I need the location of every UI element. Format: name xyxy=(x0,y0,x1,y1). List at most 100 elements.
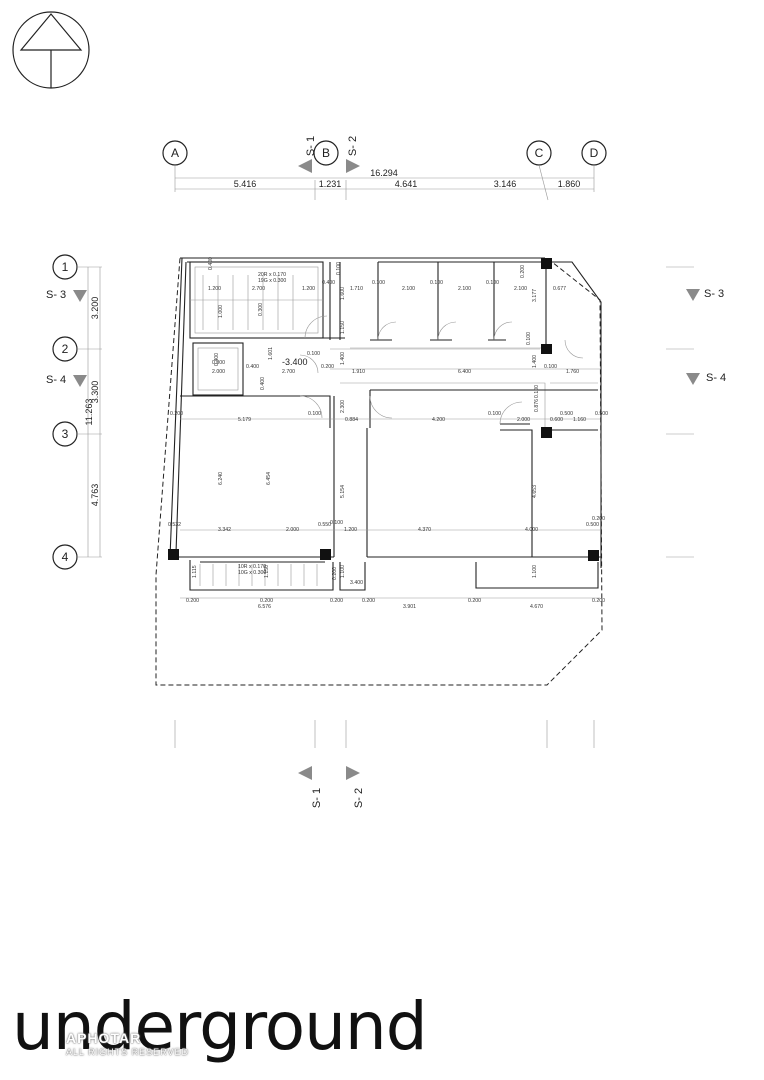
svg-text:0.100: 0.100 xyxy=(308,411,321,417)
svg-text:0.100: 0.100 xyxy=(486,280,499,286)
svg-text:1.231: 1.231 xyxy=(319,179,342,189)
left-dimension-chain: 11.263 3.200 3.300 4.763 xyxy=(84,267,101,557)
svg-text:0.200: 0.200 xyxy=(170,411,183,417)
svg-text:1.100: 1.100 xyxy=(532,565,538,578)
svg-text:4.670: 4.670 xyxy=(530,604,543,610)
svg-text:4.641: 4.641 xyxy=(395,179,418,189)
svg-text:S- 2: S- 2 xyxy=(353,788,365,808)
svg-text:0.200: 0.200 xyxy=(362,598,375,604)
svg-text:1.200: 1.200 xyxy=(344,527,357,533)
svg-text:0.200: 0.200 xyxy=(592,598,605,604)
svg-text:0.200: 0.200 xyxy=(468,598,481,604)
grid-row-1: 1 xyxy=(62,260,69,274)
svg-text:1.200: 1.200 xyxy=(208,286,221,292)
svg-text:3.342: 3.342 xyxy=(218,527,231,533)
svg-text:1.150: 1.150 xyxy=(340,321,346,334)
svg-text:0.400: 0.400 xyxy=(246,364,259,370)
svg-text:2.700: 2.700 xyxy=(252,286,265,292)
svg-text:1.100: 1.100 xyxy=(340,565,346,578)
top-dimension-chain: 16.294 5.416 1.231 4.641 3.146 1.860 xyxy=(174,164,595,201)
svg-text:3.146: 3.146 xyxy=(494,179,517,189)
stair-note-top-1: 20R x 0.170 xyxy=(258,272,286,278)
walls xyxy=(169,257,602,599)
svg-text:1.600: 1.600 xyxy=(340,287,346,300)
svg-text:0.500: 0.500 xyxy=(586,522,599,528)
svg-text:3.901: 3.901 xyxy=(403,604,416,610)
svg-text:1.000: 1.000 xyxy=(218,305,224,318)
stair-note-bottom-1: 10R x 0.170 xyxy=(238,564,266,570)
svg-text:1.400: 1.400 xyxy=(340,352,346,365)
svg-text:0.100: 0.100 xyxy=(307,351,320,357)
svg-text:2.100: 2.100 xyxy=(402,286,415,292)
svg-text:0.600: 0.600 xyxy=(550,417,563,423)
svg-text:0.677: 0.677 xyxy=(553,286,566,292)
left-total-dim: 11.263 xyxy=(84,399,94,426)
svg-text:6.576: 6.576 xyxy=(258,604,271,610)
svg-text:2.100: 2.100 xyxy=(514,286,527,292)
svg-text:S- 1: S- 1 xyxy=(305,136,317,156)
svg-text:0.100: 0.100 xyxy=(534,385,540,398)
grid-row-2: 2 xyxy=(62,342,69,356)
svg-text:0.200: 0.200 xyxy=(186,598,199,604)
svg-text:0.400: 0.400 xyxy=(214,353,220,366)
svg-text:2.000: 2.000 xyxy=(286,527,299,533)
section-markers-bottom: S- 1 S- 2 xyxy=(298,766,365,808)
svg-text:0.532: 0.532 xyxy=(168,522,181,528)
section-markers-right: S- 3 S- 4 xyxy=(666,266,726,558)
svg-text:4.000: 4.000 xyxy=(525,527,538,533)
svg-text:0.400: 0.400 xyxy=(322,280,335,286)
svg-text:6.400: 6.400 xyxy=(458,369,471,375)
grid-column-bubbles: A B C D xyxy=(162,140,607,166)
svg-text:0.200: 0.200 xyxy=(520,265,526,278)
grid-row-4: 4 xyxy=(62,550,69,564)
svg-text:0.100: 0.100 xyxy=(330,520,343,526)
grid-col-c: C xyxy=(535,146,544,160)
svg-text:1.910: 1.910 xyxy=(352,369,365,375)
grid-row-3: 3 xyxy=(62,427,69,441)
svg-text:1.200: 1.200 xyxy=(302,286,315,292)
svg-text:5.179: 5.179 xyxy=(238,417,251,423)
svg-text:4.370: 4.370 xyxy=(418,527,431,533)
svg-text:3.200: 3.200 xyxy=(90,297,100,320)
stair-note-bottom-2: 10G x 0.300 xyxy=(238,570,266,576)
svg-text:S- 1: S- 1 xyxy=(311,788,323,808)
svg-text:5.416: 5.416 xyxy=(234,179,257,189)
svg-text:1.860: 1.860 xyxy=(558,179,581,189)
grid-col-a: A xyxy=(171,146,179,160)
svg-text:0.500: 0.500 xyxy=(560,411,573,417)
interior-dimensions: 1.200 2.700 1.200 0.400 1.710 0.100 2.10… xyxy=(168,257,608,610)
svg-text:3.400: 3.400 xyxy=(350,580,363,586)
svg-text:1.760: 1.760 xyxy=(566,369,579,375)
svg-text:0.200: 0.200 xyxy=(332,567,338,580)
north-arrow-icon xyxy=(12,11,90,89)
svg-text:4.763: 4.763 xyxy=(90,484,100,507)
svg-text:0.100: 0.100 xyxy=(544,364,557,370)
svg-text:1.150: 1.150 xyxy=(264,565,270,578)
svg-text:2.300: 2.300 xyxy=(340,400,346,413)
grid-row-bubbles: 1 2 3 4 xyxy=(52,254,102,570)
svg-text:0.500: 0.500 xyxy=(595,411,608,417)
svg-text:0.300: 0.300 xyxy=(258,303,264,316)
svg-text:6.454: 6.454 xyxy=(266,472,272,485)
site-boundary xyxy=(155,257,603,686)
svg-text:4.653: 4.653 xyxy=(532,485,538,498)
svg-text:1.710: 1.710 xyxy=(350,286,363,292)
svg-text:S- 3: S- 3 xyxy=(46,289,66,301)
svg-text:2.000: 2.000 xyxy=(517,417,530,423)
svg-text:2.700: 2.700 xyxy=(282,369,295,375)
svg-text:0.100: 0.100 xyxy=(488,411,501,417)
svg-text:S- 2: S- 2 xyxy=(347,136,359,156)
svg-text:0.100: 0.100 xyxy=(336,262,342,275)
svg-text:0.100: 0.100 xyxy=(372,280,385,286)
svg-text:0.876: 0.876 xyxy=(534,399,540,412)
page-title: underground xyxy=(12,988,428,1065)
svg-text:1.601: 1.601 xyxy=(268,347,274,360)
svg-text:0.200: 0.200 xyxy=(321,364,334,370)
svg-text:0.200: 0.200 xyxy=(592,516,605,522)
svg-text:6.240: 6.240 xyxy=(218,472,224,485)
top-total-dim: 16.294 xyxy=(370,168,398,178)
svg-text:5.154: 5.154 xyxy=(340,485,346,498)
svg-text:2.100: 2.100 xyxy=(458,286,471,292)
svg-text:S- 4: S- 4 xyxy=(706,372,726,384)
